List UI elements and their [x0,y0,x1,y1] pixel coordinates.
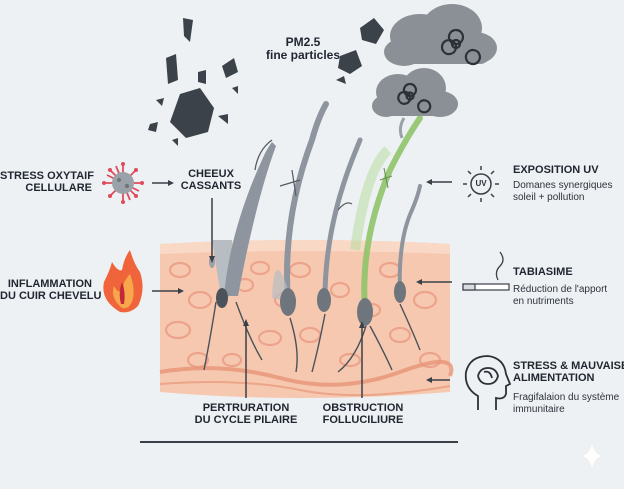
pm25-line1: PM2.5 [285,35,321,49]
cycle-pilaire-label: PERTRURATION DU CYCLE PILAIRE [178,402,314,427]
arrows [152,179,452,398]
cycle-line2: DU CYCLE PILAIRE [194,414,298,427]
hair-follicles [203,101,423,373]
pm25-line2: fine particles [265,48,341,63]
sparkle-icon [582,444,602,468]
tabac-sub-line1: Réduction de l'apport [513,284,608,295]
stress-sub-line2: immunitaire [513,403,565,415]
inflammation-line2: DU CUIR CHEVELU [0,290,102,303]
pm25-label: PM2.5 fine particles [258,35,348,63]
tabac-sub-line2: en nutriments [513,295,574,307]
particle-icon [148,18,384,146]
uv-description: Domanes synergiques soleil + pollution [513,180,613,204]
tabac-description: Réduction de l'apport en nutriments [513,284,607,308]
cycle-line1: PERTRURATION [202,402,290,414]
obstruction-line2: FOLLUCILIURE [322,414,404,427]
inflammation-line1: INFLAMMATION [7,278,92,290]
stress-oxidatif-label: STRESS OXYTAIF CELLULARE [0,170,94,195]
stress-sub-line1: Fragifalaion du système [513,392,620,403]
head-brain-icon [464,355,512,410]
stress-title-line1: STRESS & MAUVAISE [513,360,624,372]
uv-sub-line2: soleil + pollution [513,191,585,203]
cheveux-cassants-label: CHEEUX CASSANTS [172,168,250,193]
obstruction-label: OBSTRUCTION FOLLUCILIURE [310,402,416,427]
stress-title-line2: ALIMENTATION [513,372,595,385]
obstruction-line1: OBSTRUCTION [322,402,404,414]
stress-oxidatif-line2: CELLULARE [25,182,92,195]
cheveux-line1: CHEEUX [188,168,234,180]
inflammation-label: INFLAMMATION DU CUIR CHEVELU [0,278,102,303]
tabac-title: TABIASIME [513,266,573,278]
stress-alimentation-title: STRESS & MAUVAISE ALIMENTATION [513,360,624,385]
cheveux-line2: CASSANTS [180,180,242,193]
cigarette-icon [462,251,510,291]
biohazard-icon [397,28,481,114]
uv-sub-line1: Domanes synergiques [513,180,613,191]
uv-badge-text: UV [475,179,487,188]
stress-oxidatif-line1: STRESS OXYTAIF [0,170,94,182]
uv-title: EXPOSITION UV [513,164,599,176]
stress-alimentation-description: Fragifalaion du système immunitaire [513,392,619,416]
sun-uv-icon [463,166,499,202]
cell-virus-icon [102,162,144,204]
flame-icon [103,250,143,313]
